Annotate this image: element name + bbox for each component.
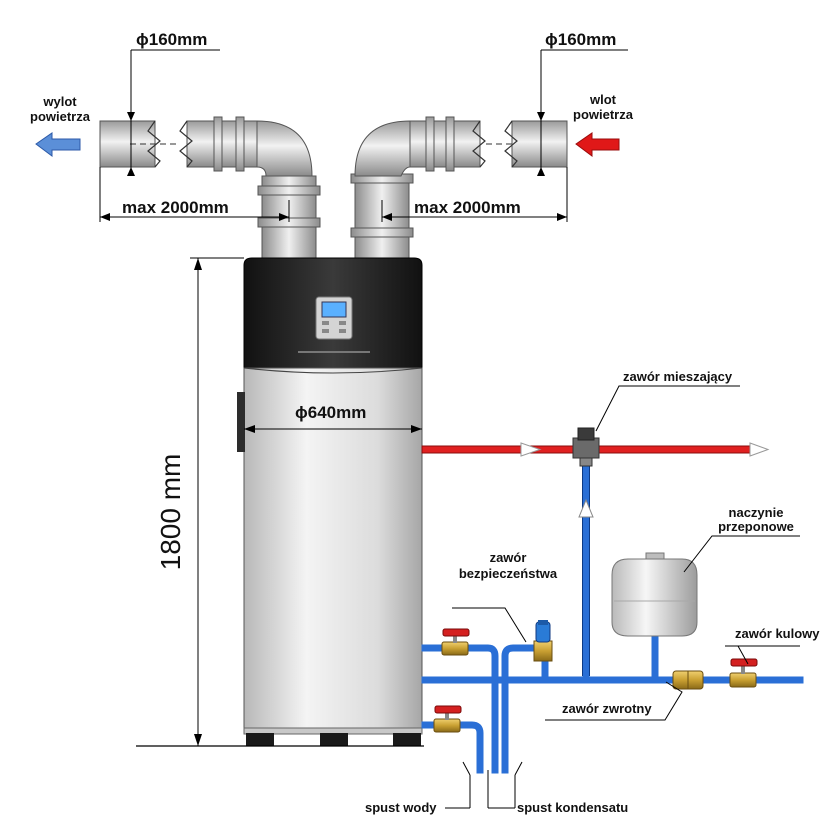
height-label: 1800 mm [155, 454, 186, 571]
max-length-right-dim [381, 167, 568, 222]
mixing-valve[interactable] [572, 427, 600, 467]
pipe-outlines [582, 456, 590, 676]
left-duct [99, 116, 321, 260]
check-valve [672, 670, 704, 690]
mixing-valve-label: zawór mieszający [623, 369, 733, 384]
duct-diameter-left-dim [127, 49, 220, 176]
leader-lines [452, 385, 800, 721]
service-ball-valve[interactable] [729, 658, 758, 688]
duct-diameter-right-label: ϕ160mm [545, 30, 616, 49]
tank-diameter-label: ϕ640mm [295, 403, 366, 422]
right-duct [350, 116, 568, 260]
height-dim [190, 257, 244, 746]
safety-valve-label-2: bezpieczeństwa [459, 566, 558, 581]
drain-outlets [445, 761, 523, 809]
expansion-vessel-label-2: przeponowe [718, 519, 794, 534]
air-outlet-label-2: powietrza [30, 109, 91, 124]
max-length-left-label: max 2000mm [122, 198, 229, 217]
inlet-ball-valve[interactable] [441, 628, 470, 656]
expansion-vessel-label: naczynie [729, 505, 784, 520]
max-length-right-label: max 2000mm [414, 198, 521, 217]
air-outlet-arrow [35, 132, 81, 157]
safety-valve-label: zawór [490, 550, 527, 565]
check-valve-label: zawór zwrotny [562, 701, 652, 716]
water-drain-label: spust wody [365, 800, 437, 815]
air-outlet-label: wylot [42, 94, 77, 109]
tank-diameter-dim [244, 425, 422, 433]
control-panel[interactable] [298, 296, 370, 353]
max-length-left-dim [99, 167, 290, 222]
expansion-vessel [611, 552, 698, 637]
condensate-drain-label: spust kondensatu [517, 800, 628, 815]
duct-diameter-left-label: ϕ160mm [136, 30, 207, 49]
flow-arrow-up [578, 498, 594, 518]
air-inlet-label-2: powietrza [573, 107, 634, 122]
duct-diameter-right-dim [537, 49, 628, 176]
ball-valve-label: zawór kulowy [735, 626, 820, 641]
air-inlet-arrow [575, 132, 620, 157]
drain-ball-valve[interactable] [433, 705, 462, 733]
safety-valve[interactable] [533, 620, 553, 662]
air-inlet-label: wlot [589, 92, 617, 107]
